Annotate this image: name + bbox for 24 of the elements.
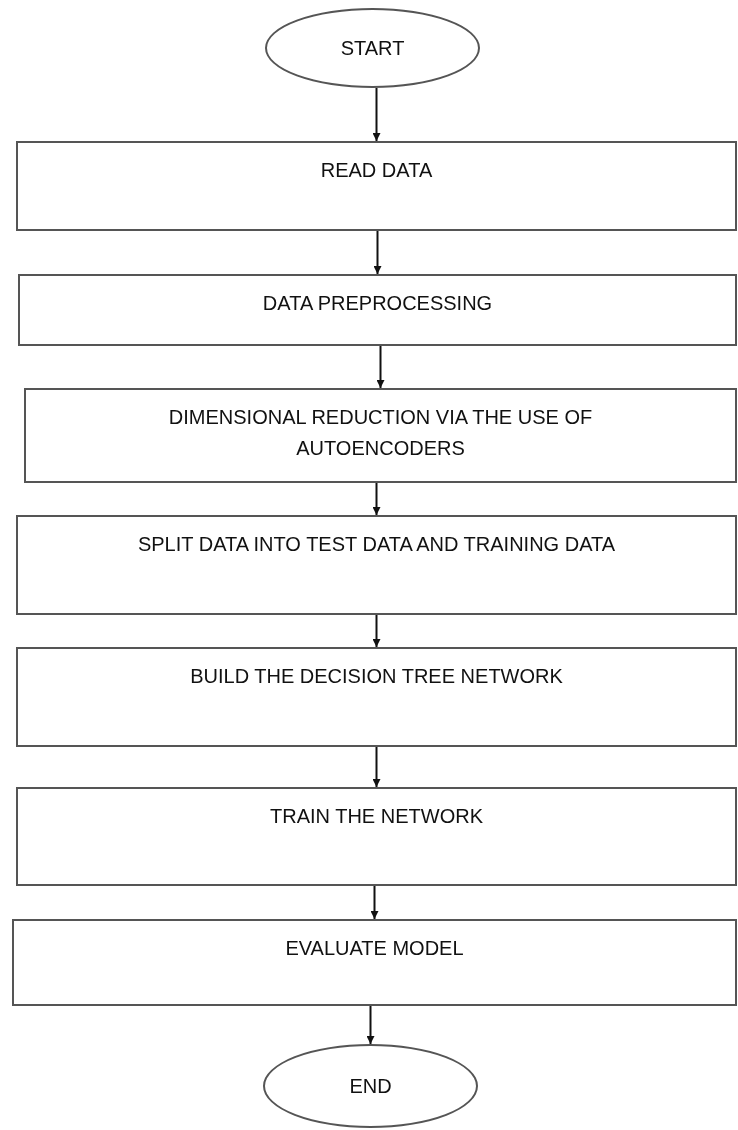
node-label: READ DATA [320,158,433,183]
process-box [16,787,737,886]
arrow [376,345,385,389]
node-label: START [340,35,405,61]
arrow [373,230,382,275]
node-label: EVALUATE MODEL [285,936,464,961]
node-label: DIMENSIONAL REDUCTION VIA THE USE OF AUTOENCODERS [167,405,594,461]
node-label: END [349,1073,392,1099]
node-label: TRAIN THE NETWORK [270,804,483,829]
node-label: BUILD THE DECISION TREE NETWORK [190,664,563,689]
process-box [24,388,737,483]
arrow [366,1005,375,1045]
process-box [12,919,737,1006]
process-box [18,274,737,346]
arrow [372,746,381,788]
arrow [372,482,381,516]
process-box [16,647,737,747]
node-label: DATA PREPROCESSING [262,291,493,316]
node-label: SPLIT DATA INTO TEST DATA AND TRAINING DATA [137,532,616,557]
process-box [16,515,737,615]
arrow [372,87,381,142]
arrow [372,614,381,648]
arrow [370,885,379,920]
process-box [16,141,737,231]
